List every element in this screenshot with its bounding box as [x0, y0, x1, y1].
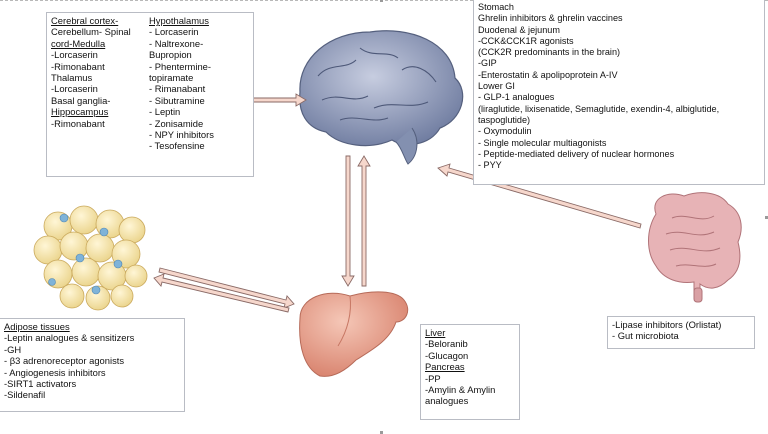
brain-col2-line: - Lorcaserin — [149, 26, 199, 38]
liver-line: Liver — [425, 327, 446, 338]
adipose-line: -Sildenafil — [4, 389, 46, 401]
liver-line: -Amylin & Amylin — [425, 384, 496, 396]
gut-targets-box: -Lipase inhibitors (Orlistat) - Gut micr… — [607, 316, 755, 349]
gi-line: Stomach — [478, 2, 514, 12]
arrow-liver-to-brain — [357, 155, 371, 287]
brain-col2-line: - NPY inhibitors — [149, 129, 214, 141]
frame-tick-right — [765, 216, 768, 219]
brain-col2-line: - Tesofensine — [149, 140, 205, 152]
brain-col2-line: - Phentermine- — [149, 60, 212, 72]
brain-col2-line: - Rimanabant — [149, 83, 206, 95]
gi-line: taspoglutide) — [478, 114, 531, 125]
brain-col2-line: - Naltrexone- — [149, 37, 204, 49]
brain-col2-line: Hypothalamus — [149, 15, 209, 26]
gi-line: - Peptide-mediated delivery of nuclear h… — [478, 148, 675, 159]
adipose-line: - β3 adrenoreceptor agonists — [4, 355, 125, 367]
gi-line: -GIP — [478, 58, 497, 69]
brain-col1-line: cord-Medulla — [51, 37, 106, 49]
gi-line: - Single molecular multiagonists — [478, 137, 607, 148]
brain-col1-line: Cerebral cortex- — [51, 15, 119, 26]
gi-line: Lower GI — [478, 81, 515, 92]
brain-col2-line: - Sibutramine — [149, 94, 205, 106]
brain-col2-line: - Zonisamide — [149, 117, 204, 129]
adipose-line: Adipose tissues — [4, 321, 70, 332]
brain-col1-line: -Lorcaserin — [51, 49, 98, 61]
adipose-cells-illustration — [33, 205, 148, 311]
brain-col1-line: -Rimonabant — [51, 117, 105, 129]
brain-col1-line: Thalamus — [51, 72, 93, 84]
brain-targets-col1: Cerebral cortex- Cerebellum- Spinal cord… — [51, 15, 131, 129]
brain-targets-box: Cerebral cortex- Cerebellum- Spinal cord… — [46, 12, 254, 177]
liver-line: Pancreas — [425, 361, 465, 373]
gi-line: Ghrelin inhibitors & ghrelin vaccines — [478, 13, 623, 24]
gi-line: (CCK2R predominants in the brain) — [478, 47, 621, 58]
frame-tick-top — [380, 0, 383, 2]
arrow-liver-to-adipose — [153, 273, 290, 313]
adipose-line: -Leptin analogues & sensitizers — [4, 332, 135, 344]
brain-targets-col2: Hypothalamus - Lorcaserin - Naltrexone- … — [149, 15, 214, 152]
liver-line: -Beloranib — [425, 338, 468, 350]
gut-line: -Lipase inhibitors (Orlistat) — [612, 319, 722, 330]
gi-line: - PYY — [478, 160, 502, 171]
arrow-brain-to-liver — [341, 155, 355, 287]
gi-line: (liraglutide, lixisenatide, Semaglutide,… — [478, 103, 720, 114]
gut-line: - Gut microbiota — [612, 330, 679, 342]
brain-col2-line: topiramate — [149, 72, 194, 84]
brain-col1-line: Cerebellum- Spinal — [51, 26, 131, 38]
gi-line: Duodenal & jejunum — [478, 24, 560, 35]
adipose-nuclei — [48, 213, 123, 295]
gi-targets-box: Stomach Ghrelin inhibitors & ghrelin vac… — [473, 0, 765, 185]
liver-line: -Glucagon — [425, 349, 469, 361]
brain-illustration — [299, 30, 464, 165]
brain-col1-line: -Rimonabant — [51, 60, 105, 72]
arrow-adipose-to-liver — [158, 267, 295, 309]
liver-pancreas-targets-box: Liver -Beloranib -Glucagon Pancreas -PP … — [420, 324, 520, 420]
liver-line: -PP — [425, 372, 441, 384]
brain-col1-line: Basal ganglia- — [51, 94, 111, 106]
brain-col1-line: -Lorcaserin — [51, 83, 98, 95]
brain-col2-line: - Leptin — [149, 106, 181, 118]
gi-line: -CCK&CCK1R agonists — [478, 35, 574, 46]
gi-line: - GLP-1 analogues — [478, 92, 555, 103]
frame-tick-bottom — [380, 431, 383, 434]
adipose-line: - Angiogenesis inhibitors — [4, 366, 106, 378]
gi-line: - Oxymodulin — [478, 126, 532, 137]
frame-top-line — [0, 0, 768, 1]
brain-col2-line: Bupropion — [149, 49, 192, 61]
adipose-line: -SIRT1 activators — [4, 378, 77, 390]
gi-line: -Enterostatin & apolipoprotein A-IV — [478, 69, 618, 80]
intestine-illustration — [648, 192, 742, 303]
adipose-targets-box: Adipose tissues -Leptin analogues & sens… — [0, 318, 185, 412]
adipose-line: -GH — [4, 343, 22, 355]
brain-col1-line: Hippocampus — [51, 106, 109, 118]
liver-line: analogues — [425, 395, 469, 407]
liver-illustration — [299, 291, 409, 377]
